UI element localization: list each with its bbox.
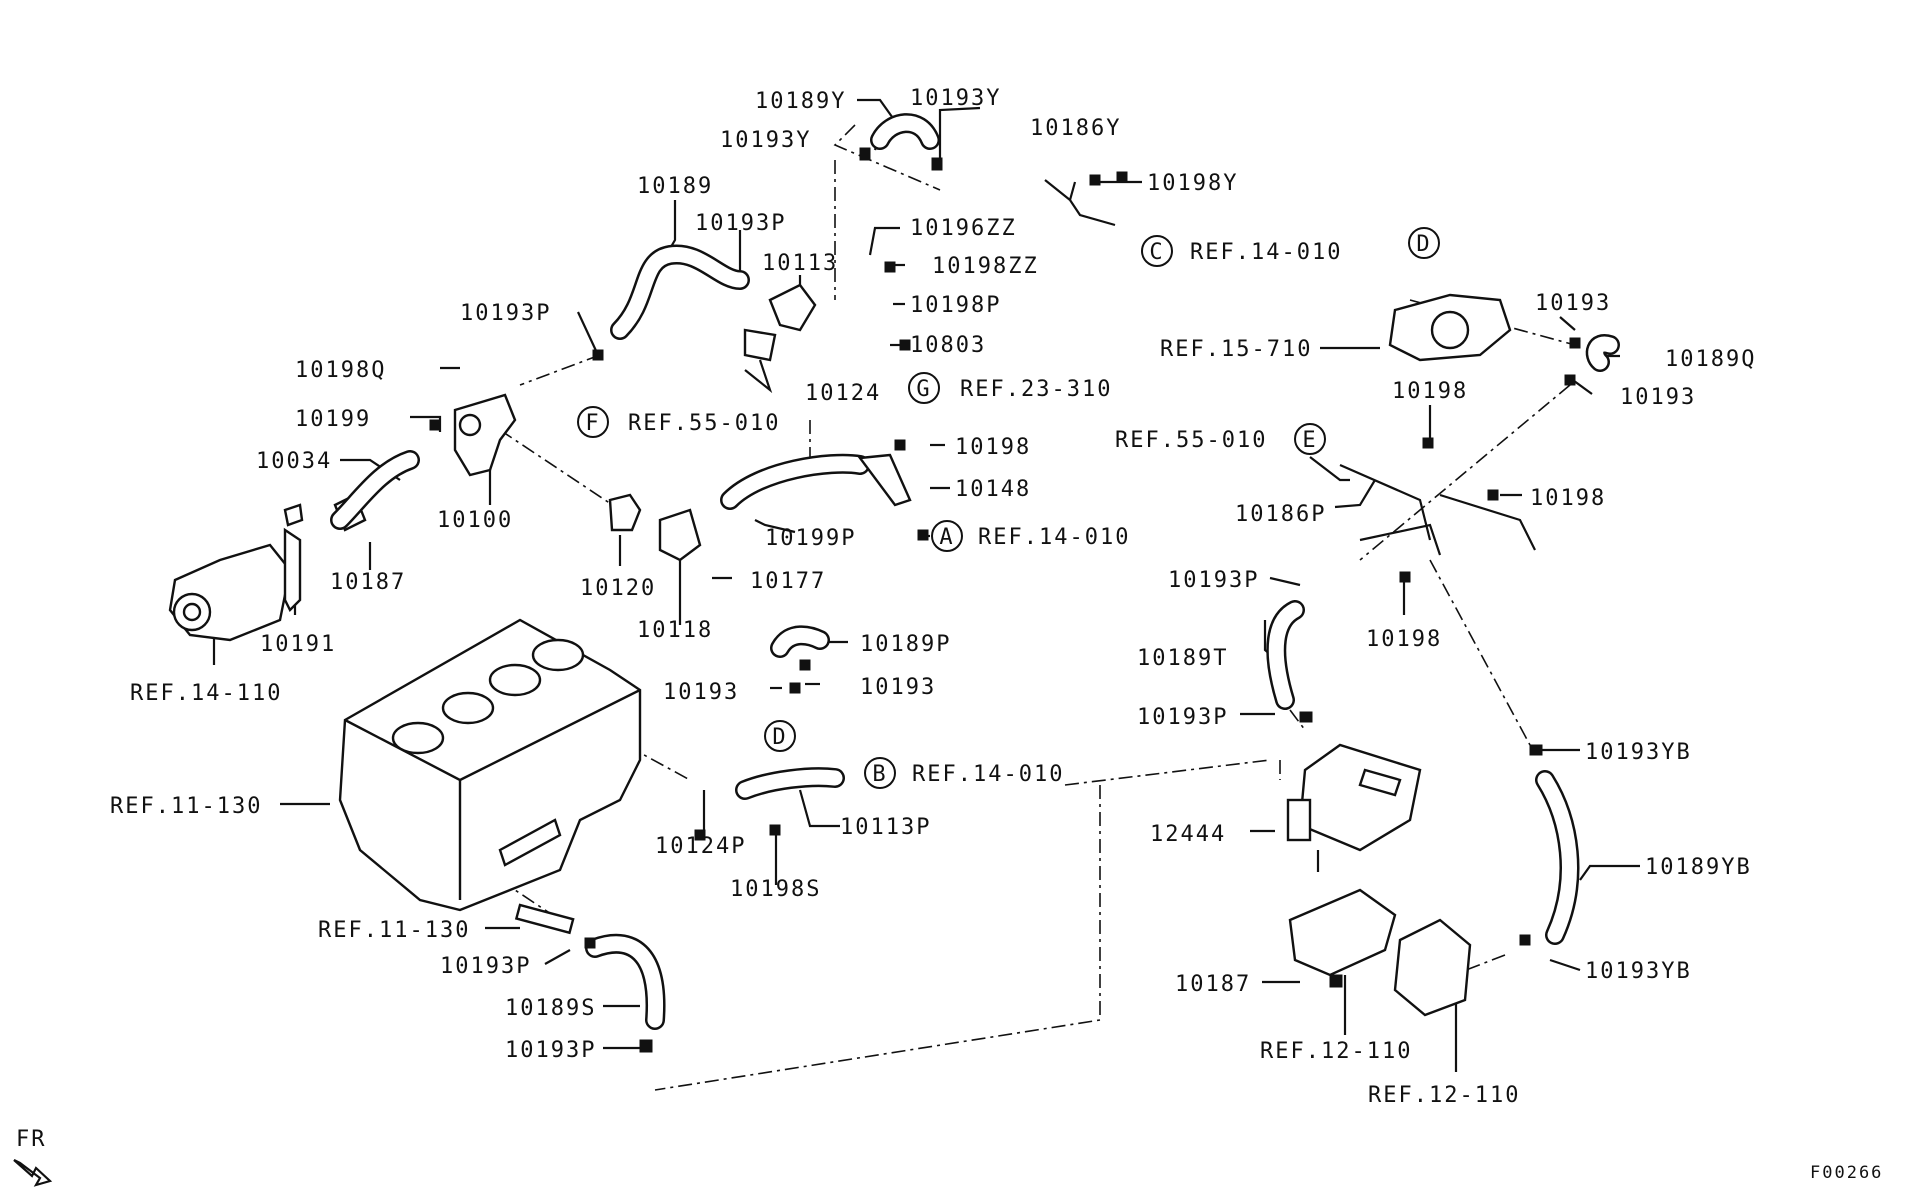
part-label: REF.14-010 bbox=[978, 525, 1130, 550]
part-label: 12444 bbox=[1150, 822, 1226, 847]
marker-letter: G bbox=[916, 377, 931, 402]
part-label: 10193 bbox=[663, 680, 739, 705]
part-label: 10186Y bbox=[1030, 116, 1121, 141]
part-label: 10803 bbox=[910, 333, 986, 358]
part-label: 10189Q bbox=[1665, 347, 1756, 372]
oil-cooler bbox=[1288, 888, 1472, 1017]
part-label: 10189YB bbox=[1645, 855, 1752, 880]
part-label: 10034 bbox=[256, 449, 332, 474]
part-label: 10189Y bbox=[755, 89, 846, 114]
part-label: 10199P bbox=[765, 526, 856, 551]
part-label: 10113P bbox=[840, 815, 931, 840]
throttle-body bbox=[1388, 293, 1512, 362]
part-label: 10193P bbox=[460, 301, 551, 326]
marker-c: C bbox=[1141, 235, 1173, 267]
part-label: 10120 bbox=[580, 576, 656, 601]
part-label: 10177 bbox=[750, 569, 826, 594]
part-label: 10198ZZ bbox=[932, 254, 1039, 279]
part-label: 10148 bbox=[955, 477, 1031, 502]
part-label: 10198 bbox=[1366, 627, 1442, 652]
part-label: 10193 bbox=[860, 675, 936, 700]
part-label: 10189P bbox=[860, 632, 951, 657]
part-label: 10193Y bbox=[720, 128, 811, 153]
part-label: REF.11-130 bbox=[110, 794, 262, 819]
part-label: REF.15-710 bbox=[1160, 337, 1312, 362]
marker-letter: F bbox=[585, 411, 600, 436]
part-label: 10124 bbox=[805, 381, 881, 406]
marker-letter: C bbox=[1149, 240, 1164, 265]
part-label: 10118 bbox=[637, 618, 713, 643]
part-label: REF.23-310 bbox=[960, 377, 1112, 402]
part-label: 10193YB bbox=[1585, 959, 1692, 984]
part-label: 10193P bbox=[505, 1038, 596, 1063]
part-label: 10191 bbox=[260, 632, 336, 657]
part-label: 10187 bbox=[1175, 972, 1251, 997]
diagram-code: F00266 bbox=[1810, 1163, 1883, 1183]
part-label: 10193YB bbox=[1585, 740, 1692, 765]
part-label: 10198S bbox=[730, 877, 821, 902]
marker-letter: E bbox=[1302, 428, 1317, 453]
part-label: 10196ZZ bbox=[910, 216, 1017, 241]
part-label: REF.14-010 bbox=[912, 762, 1064, 787]
part-labels: 10189Y 10193Y 10193Y 10186Y 10198Y 10189… bbox=[110, 86, 1756, 1108]
marker-f: F bbox=[577, 406, 609, 438]
part-label: 10193P bbox=[440, 954, 531, 979]
part-label: REF.55-010 bbox=[1115, 428, 1267, 453]
part-label: 10198 bbox=[1392, 379, 1468, 404]
part-label: REF.12-110 bbox=[1260, 1039, 1412, 1064]
engine-block bbox=[338, 618, 642, 935]
marker-a: A bbox=[931, 520, 963, 552]
hoses bbox=[330, 113, 1620, 1030]
part-label: 10198 bbox=[1530, 486, 1606, 511]
marker-b: B bbox=[864, 757, 896, 789]
part-label: REF.11-130 bbox=[318, 918, 470, 943]
circle-markers: C G F A B D D E bbox=[577, 227, 1440, 789]
part-label: 10193P bbox=[695, 211, 786, 236]
egr-module bbox=[1286, 743, 1422, 872]
small-fittings bbox=[429, 147, 1581, 1053]
part-label: 10193P bbox=[1168, 568, 1259, 593]
part-label: REF.55-010 bbox=[628, 411, 780, 436]
part-label: 10199 bbox=[295, 407, 371, 432]
part-label: 10187 bbox=[330, 570, 406, 595]
part-label: 10186P bbox=[1235, 502, 1326, 527]
part-label: 10189 bbox=[637, 174, 713, 199]
part-label: 10198P bbox=[910, 293, 1001, 318]
part-label: 10193Y bbox=[910, 86, 1001, 111]
part-label: 10198Y bbox=[1147, 171, 1238, 196]
marker-e: E bbox=[1294, 423, 1326, 455]
part-label: 10124P bbox=[655, 834, 746, 859]
part-label: REF.14-110 bbox=[130, 681, 282, 706]
marker-d-left: D bbox=[764, 720, 796, 752]
fr-indicator: FR bbox=[13, 1127, 53, 1187]
part-label: 10189S bbox=[505, 996, 596, 1021]
part-label: 10193 bbox=[1535, 291, 1611, 316]
part-label: 10193P bbox=[1137, 705, 1228, 730]
marker-g: G bbox=[908, 372, 940, 404]
part-label: 10189T bbox=[1137, 646, 1228, 671]
part-label: REF.12-110 bbox=[1368, 1083, 1520, 1108]
water-pump bbox=[168, 527, 302, 642]
part-label: 10198 bbox=[955, 435, 1031, 460]
pipes bbox=[857, 179, 1536, 556]
marker-letter: A bbox=[939, 525, 954, 550]
fr-label: FR bbox=[16, 1127, 47, 1152]
part-label: REF.14-010 bbox=[1190, 240, 1342, 265]
marker-d-right: D bbox=[1408, 227, 1440, 259]
part-label: 10193 bbox=[1620, 385, 1696, 410]
part-label: 10113 bbox=[762, 251, 838, 276]
marker-letter: D bbox=[1416, 232, 1431, 257]
marker-letter: D bbox=[772, 725, 787, 750]
marker-letter: B bbox=[872, 762, 887, 787]
part-label: 10198Q bbox=[295, 358, 386, 383]
part-label: 10100 bbox=[437, 508, 513, 533]
